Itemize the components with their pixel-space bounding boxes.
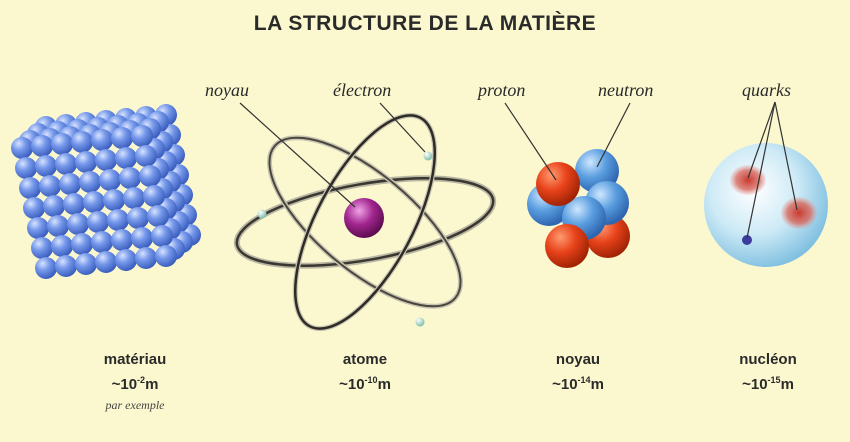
caption-name: nucléon: [739, 351, 797, 368]
pointer-line-noyau: [239, 102, 356, 208]
lattice-atom: [95, 149, 117, 171]
lattice-atom: [75, 151, 97, 173]
lattice-atom: [51, 235, 73, 257]
lattice-atom: [83, 191, 105, 213]
lattice-atom: [91, 231, 113, 253]
lattice-atom: [99, 169, 121, 191]
lattice-atom: [15, 157, 37, 179]
lattice-atom: [155, 245, 177, 267]
lattice-atom: [111, 127, 133, 149]
lattice-atom: [75, 253, 97, 275]
caption-name: noyau: [555, 351, 601, 368]
lattice-atom: [55, 255, 77, 277]
nucleon-illustration: [704, 101, 828, 267]
caption-scale: ~10-2m: [111, 375, 159, 393]
caption-nucleon: nucléon ~10-15m: [688, 350, 848, 395]
pointer-line-electron: [379, 102, 426, 153]
pointer-line-quark: [747, 101, 776, 179]
lattice-atom: [135, 145, 157, 167]
lattice-atom: [151, 225, 173, 247]
lattice-atom: [115, 249, 137, 271]
caption-name: atome: [342, 351, 388, 368]
pointer-line-proton: [504, 102, 557, 181]
lattice-atom: [95, 251, 117, 273]
lattice-atom: [131, 227, 153, 249]
lattice-atom: [107, 209, 129, 231]
page-title: LA STRUCTURE DE LA MATIÈRE: [253, 12, 597, 35]
lattice-atom: [67, 213, 89, 235]
lattice-atom: [27, 217, 49, 239]
caption-materiau: matériau ~10-2m: [55, 350, 215, 395]
lattice-atom: [139, 165, 161, 187]
material-lattice: [11, 104, 201, 279]
lattice-atom: [11, 137, 33, 159]
quark: [781, 197, 817, 229]
electron-orbit: [293, 114, 437, 330]
label-proton: proton: [478, 80, 526, 100]
label-electron: électron: [333, 80, 392, 100]
caption-atome: atome ~10-10m: [285, 350, 445, 395]
lattice-atom: [123, 187, 145, 209]
caption-scale: ~10-14m: [552, 375, 604, 393]
caption-scale: ~10-10m: [339, 375, 391, 393]
lattice-atom: [147, 205, 169, 227]
lattice-atom: [127, 207, 149, 229]
lattice-atom: [47, 215, 69, 237]
lattice-atom: [51, 133, 73, 155]
pointer-line-quark: [746, 101, 776, 239]
lattice-atom: [119, 167, 141, 189]
nucleus-illustration: [504, 102, 631, 268]
lattice-atom: [143, 185, 165, 207]
lattice-atom: [31, 237, 53, 259]
lattice-atom: [71, 131, 93, 153]
pointer-line-neutron: [596, 102, 631, 168]
proton: [536, 162, 580, 206]
electron: [423, 151, 433, 161]
lattice-atom: [55, 153, 77, 175]
electron: [257, 209, 267, 219]
lattice-atom: [111, 229, 133, 251]
lattice-atom: [59, 173, 81, 195]
electron: [415, 317, 425, 327]
lattice-atom: [39, 175, 61, 197]
label-quarks: quarks: [742, 80, 791, 100]
lattice-atom: [23, 197, 45, 219]
lattice-atom: [31, 135, 53, 157]
lattice-atom: [131, 125, 153, 147]
lattice-atom: [135, 247, 157, 269]
caption-scale: ~10-15m: [742, 375, 794, 393]
quark: [742, 235, 752, 245]
label-neutron: neutron: [598, 80, 654, 100]
lattice-atom: [63, 193, 85, 215]
lattice-atom: [71, 233, 93, 255]
electron-orbit: [235, 177, 495, 267]
atom-nucleus: [344, 198, 384, 238]
caption-note: par exemple: [105, 398, 165, 412]
lattice-atom: [87, 211, 109, 233]
proton: [545, 224, 589, 268]
lattice-atom: [91, 129, 113, 151]
lattice-atom: [115, 147, 137, 169]
lattice-atom: [103, 189, 125, 211]
lattice-atom: [79, 171, 101, 193]
label-noyau: noyau: [205, 80, 249, 100]
pointer-line-quark: [774, 101, 798, 211]
lattice-atom: [43, 195, 65, 217]
electron-orbit: [268, 136, 462, 308]
lattice-atom: [35, 257, 57, 279]
caption-noyau: noyau ~10-14m: [498, 350, 658, 395]
lattice-atom: [19, 177, 41, 199]
caption-name: matériau: [103, 351, 167, 368]
atom-illustration: [233, 102, 497, 332]
lattice-atom: [35, 155, 57, 177]
